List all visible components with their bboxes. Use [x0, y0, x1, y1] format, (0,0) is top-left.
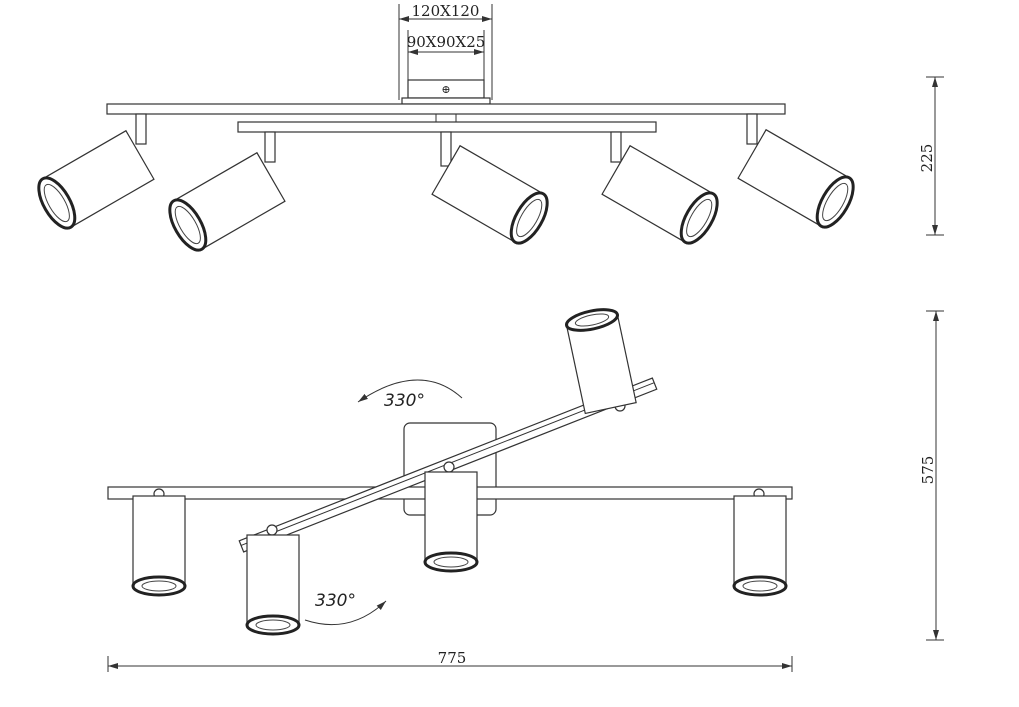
- canopy-screw-symbol: ⊕: [441, 83, 450, 96]
- side-height-dimension: 225: [918, 76, 944, 236]
- spotlight-top-tilted: [564, 308, 637, 415]
- canopy-side: ⊕: [401, 79, 491, 105]
- canopy-inner-dimension: 90X90X25: [407, 30, 486, 80]
- side-height-label: 225: [918, 144, 936, 173]
- canopy-outer-label: 120X120: [412, 2, 480, 20]
- spotlight-top-3: [423, 470, 479, 573]
- canopy-inner-label: 90X90X25: [407, 33, 486, 51]
- spotlight-side-2: [161, 151, 287, 258]
- spotlight-side-5: [736, 128, 862, 235]
- rotation-arrow-upper: 330°: [357, 379, 463, 411]
- spotlight-top-2: [245, 533, 301, 636]
- upper-rotation-label: 330°: [384, 391, 425, 411]
- rotation-arrow-lower: 330°: [304, 591, 387, 626]
- spotlight-top-1: [131, 494, 187, 597]
- overall-width-dimension: 775: [107, 649, 793, 672]
- spotlight-top-4: [732, 494, 788, 597]
- top-height-dimension: 575: [919, 310, 944, 641]
- top-view: 330° 330° 575 775: [107, 308, 944, 672]
- lower-rotation-label: 330°: [315, 591, 356, 611]
- side-view: 120X120 90X90X25 ⊕: [30, 2, 944, 258]
- canopy-outer-dimension: 120X120: [398, 2, 493, 100]
- overall-width-label: 775: [438, 649, 467, 667]
- offset-rail-side: [237, 121, 657, 133]
- spotlight-side-1: [30, 129, 156, 236]
- main-rail-side: [106, 103, 786, 115]
- top-height-label: 575: [919, 456, 937, 485]
